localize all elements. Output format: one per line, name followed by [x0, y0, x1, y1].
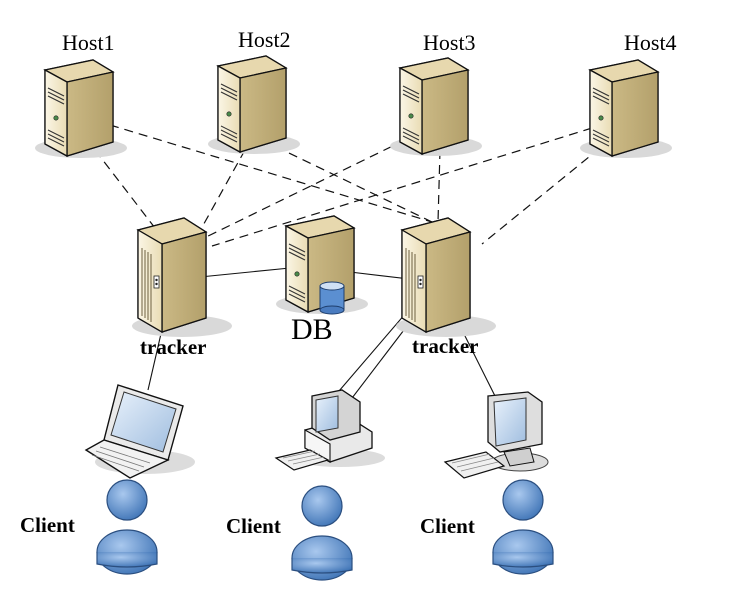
- link-host2-tracker1: [195, 149, 246, 239]
- host-label: Host3: [423, 30, 476, 55]
- tracker-label: tracker: [140, 335, 206, 359]
- database-server: DB: [275, 215, 369, 346]
- host-3: Host3: [389, 30, 483, 157]
- host-links: [94, 124, 601, 247]
- link-host4-tracker1: [211, 127, 593, 247]
- monitor-keyboard-icon: [443, 391, 549, 479]
- host-4: Host4: [579, 30, 677, 159]
- tracker-server-icon: [395, 217, 497, 338]
- link-host1-tracker2: [109, 124, 433, 223]
- user-icon: [291, 485, 353, 581]
- database-label: DB: [291, 313, 333, 346]
- tracker-1: tracker: [131, 217, 233, 359]
- tracker-2: tracker: [395, 217, 497, 358]
- tracker-label: tracker: [412, 334, 478, 358]
- host-1: Host1: [34, 30, 128, 159]
- server-tower-icon: [389, 57, 483, 157]
- client-label: Client: [420, 514, 475, 538]
- host-label: Host1: [62, 30, 115, 55]
- tracker-server-icon: [131, 217, 233, 338]
- user-icon: [492, 479, 554, 575]
- link-host3-tracker2: [437, 149, 441, 223]
- client-3: Client: [420, 391, 554, 575]
- host-label: Host2: [238, 27, 291, 52]
- database-cylinder-icon: [319, 281, 345, 315]
- server-tower-icon: [207, 55, 301, 155]
- host-2: Host2: [207, 27, 301, 155]
- server-tower-icon: [34, 59, 128, 159]
- link-host1-tracker1: [94, 149, 156, 229]
- user-icon: [96, 479, 158, 575]
- client-2: Client: [226, 389, 385, 581]
- laptop-icon: [84, 384, 195, 479]
- host-label: Host4: [624, 30, 677, 55]
- client-label: Client: [20, 513, 75, 537]
- client-1: Client: [20, 384, 195, 575]
- link-host2-tracker2: [261, 139, 433, 223]
- server-tower-icon: [579, 59, 673, 159]
- client-label: Client: [226, 514, 281, 538]
- desktop-pc-icon: [274, 389, 385, 471]
- link-host3-tracker1: [199, 139, 406, 241]
- link-host4-tracker2: [481, 147, 601, 245]
